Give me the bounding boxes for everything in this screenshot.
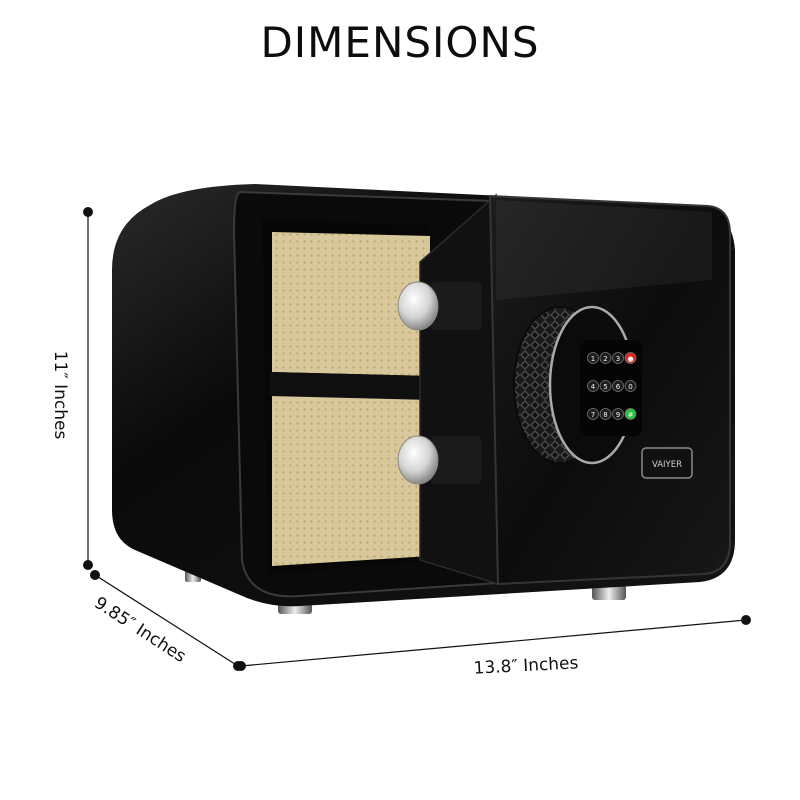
height-label: 11″ Inches: [50, 350, 70, 440]
keypad-key[interactable]: 5: [599, 380, 612, 392]
keypad-key[interactable]: ●: [624, 352, 637, 364]
keypad-key-label: 4: [591, 383, 596, 391]
page-title: DIMENSIONS: [260, 18, 540, 67]
keypad-key-label: 5: [603, 383, 607, 391]
locking-bolts: [397, 281, 482, 485]
keypad-key[interactable]: 3: [612, 352, 624, 364]
keypad-key-label: 2: [603, 355, 607, 363]
keypad-key-label: 3: [616, 355, 620, 363]
keypad-key-label: 1: [591, 355, 595, 363]
keypad-key-label: #: [628, 411, 634, 419]
keypad-key[interactable]: 1: [587, 352, 599, 364]
brand-label: VAIYER: [652, 460, 682, 470]
keypad-key[interactable]: 0: [624, 380, 637, 392]
width-dimension-line: [236, 615, 751, 671]
keypad-key-label: 7: [591, 411, 595, 419]
keypad-key[interactable]: #: [624, 408, 637, 420]
height-dimension-line: [83, 207, 93, 570]
keypad-key[interactable]: 4: [587, 380, 599, 392]
keypad-key[interactable]: 9: [612, 408, 624, 420]
keypad-key-label: ●: [627, 355, 633, 363]
keypad-key[interactable]: 8: [599, 408, 612, 420]
depth-dimension-line: [90, 570, 243, 671]
keypad-key-label: 6: [616, 383, 621, 391]
keypad-key-label: 0: [628, 383, 632, 391]
keypad-key[interactable]: 2: [599, 352, 612, 364]
keypad-key[interactable]: 7: [587, 408, 599, 420]
keypad-key[interactable]: 6: [612, 380, 624, 392]
keypad-key-label: 9: [616, 411, 620, 419]
keypad-key-label: 8: [603, 411, 607, 419]
brand-badge: VAIYER: [641, 447, 693, 479]
